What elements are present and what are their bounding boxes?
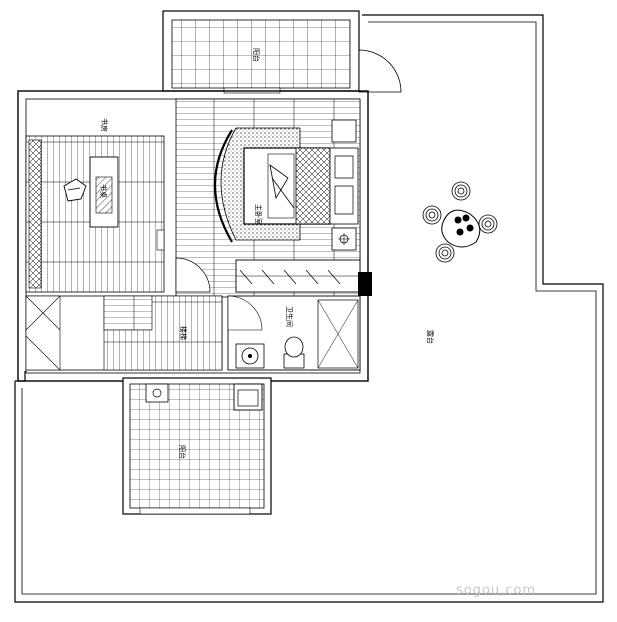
lamp-icon [338,233,350,245]
patio-table-icon [422,181,498,263]
room-label-top-balcony: 阳台 [252,48,261,62]
room-label-study-desk: 书桌 [99,184,108,198]
watermark: sogou.com [456,583,536,598]
study-room [25,135,165,293]
room-label-bottom-balcony: 阳台 [178,445,187,459]
wardrobe [235,259,361,293]
room-label-terrace: 露台 [426,330,435,344]
mop-sink-icon [145,383,169,403]
toilet-icon [283,336,305,369]
room-label-master-bedroom: 主卧室 [254,204,263,225]
armchair-icon [63,178,87,202]
room-label-study: 书房 [100,118,109,132]
window-block [358,272,372,296]
master-bedroom [213,119,359,251]
bathroom [227,295,361,371]
room-label-stair: 楼梯 [179,326,188,340]
stair [25,295,223,371]
washing-machine-icon [233,383,263,411]
washbasin-icon [235,343,265,369]
room-label-bathroom: 卫生间 [285,306,294,327]
door-swing [175,257,211,293]
bottom-balcony [122,377,272,515]
top-balcony [162,10,402,94]
